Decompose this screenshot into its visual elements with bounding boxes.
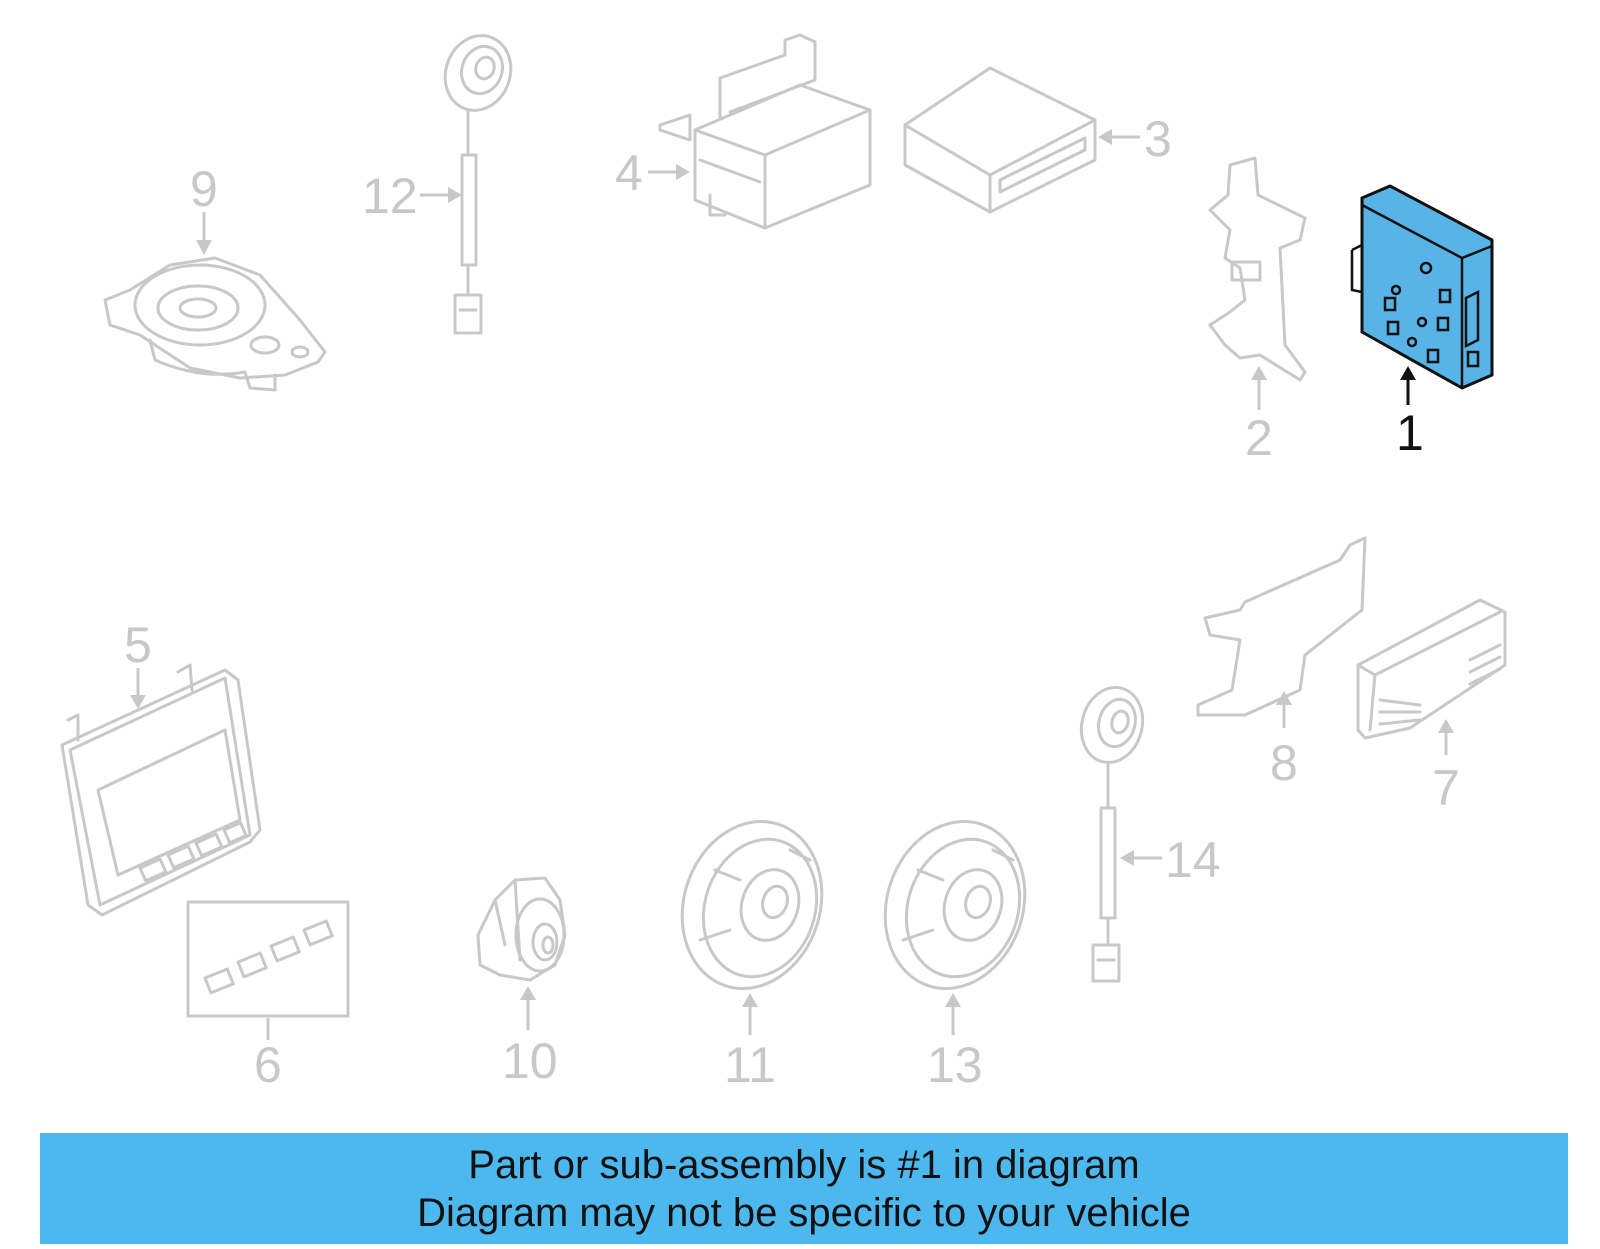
part-10-small-woofer [476, 876, 567, 982]
callout-3-label: 3 [1144, 111, 1172, 167]
part-5-display-unit [60, 663, 262, 917]
callout-1: 1 [1396, 366, 1424, 461]
callout-4-label: 4 [615, 145, 643, 201]
part-6-button-set [186, 900, 350, 1018]
banner-line-2: Diagram may not be specific to your vehi… [417, 1190, 1191, 1235]
callout-13-label: 13 [927, 1037, 983, 1093]
callout-2-label: 2 [1245, 410, 1273, 466]
part-7-amplifier [1356, 598, 1507, 740]
part-9-speaker [103, 256, 327, 392]
callout-9: 9 [190, 161, 218, 255]
callout-1-label: 1 [1396, 405, 1424, 461]
callout-12-label: 12 [362, 168, 418, 224]
callout-14-label: 14 [1165, 832, 1221, 888]
callout-9-label: 9 [190, 161, 218, 217]
callout-4: 4 [615, 145, 690, 201]
display-buttons [138, 821, 248, 883]
part-8-bracket [1196, 536, 1367, 717]
callout-3: 3 [1098, 111, 1172, 167]
part-1-highlighted-module [1350, 184, 1494, 390]
callout-13: 13 [927, 993, 983, 1093]
callout-7: 7 [1432, 719, 1460, 816]
callout-14: 14 [1120, 832, 1221, 888]
callout-5-label: 5 [124, 617, 152, 673]
callout-11-label: 11 [724, 1037, 776, 1093]
part-11-woofer [680, 819, 824, 991]
part-12-speaker-harness [443, 34, 513, 335]
callout-5: 5 [124, 617, 152, 709]
callout-11: 11 [724, 993, 776, 1093]
callout-8: 8 [1270, 691, 1298, 791]
callout-2: 2 [1245, 366, 1273, 466]
part-4-module [658, 33, 872, 230]
callout-6-label: 6 [254, 1037, 282, 1093]
caption-banner: Part or sub-assembly is #1 in diagram Di… [40, 1133, 1568, 1244]
callout-6: 6 [254, 1018, 282, 1093]
part-2-bracket [1208, 156, 1307, 382]
callout-8-label: 8 [1270, 735, 1298, 791]
callout-10-label: 10 [502, 1033, 558, 1089]
banner-line-1: Part or sub-assembly is #1 in diagram [468, 1142, 1140, 1187]
callout-10: 10 [502, 986, 558, 1089]
callout-7-label: 7 [1432, 760, 1460, 816]
part-14-speaker-harness [1079, 685, 1145, 983]
callout-12: 12 [362, 168, 462, 224]
part-13-woofer [883, 819, 1027, 991]
part-3-receiver [903, 66, 1097, 214]
